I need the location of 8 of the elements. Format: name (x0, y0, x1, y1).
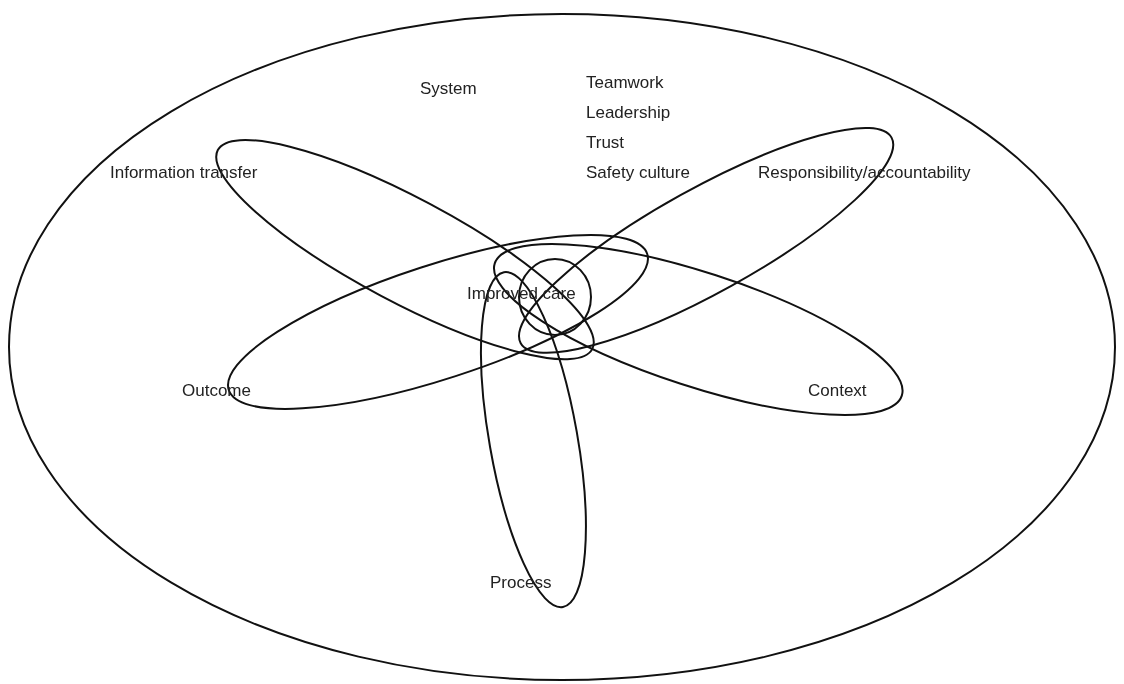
region-label: System (420, 78, 477, 100)
label-text: Trust (586, 132, 625, 154)
region-label: Context (808, 380, 867, 402)
petal-ellipse (182, 235, 648, 409)
label-text: Safety culture (586, 162, 690, 184)
outer-ellipse (9, 14, 1115, 680)
label-text: Leadership (586, 102, 671, 124)
label-text: Teamwork (586, 72, 664, 94)
